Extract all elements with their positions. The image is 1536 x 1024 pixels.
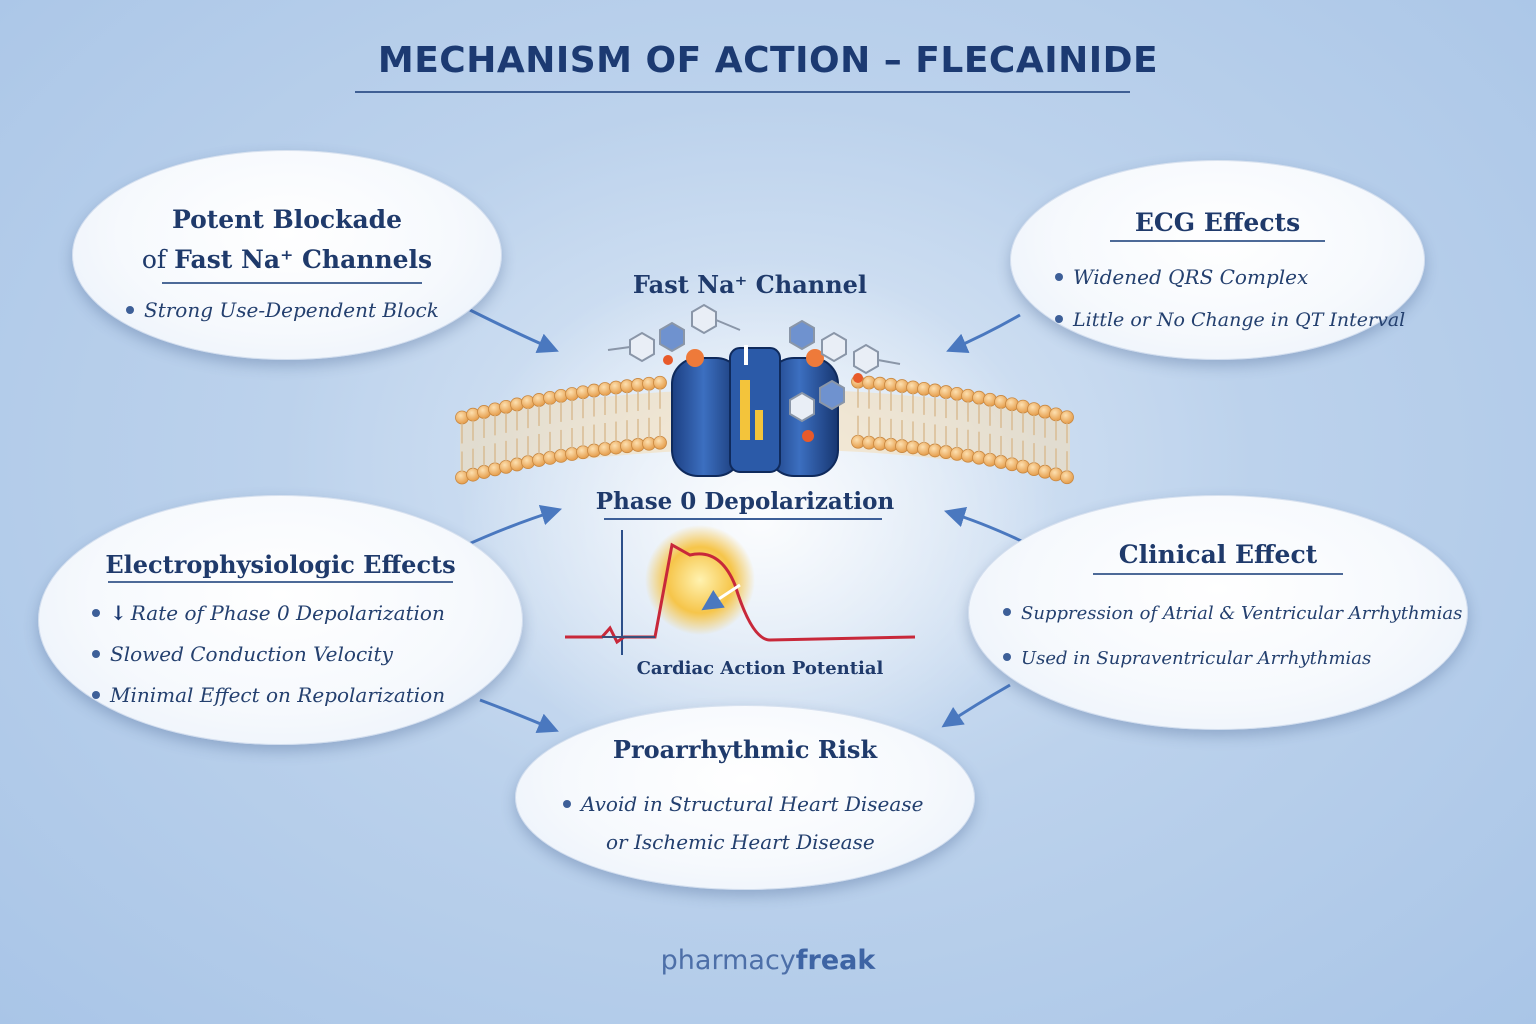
blockade-heading-rule — [162, 282, 422, 284]
brand-part2: freak — [795, 945, 876, 976]
blockade-heading-main: Fast Na⁺ Channels — [174, 245, 433, 274]
ap-label: Cardiac Action Potential — [636, 658, 884, 679]
lipid-head — [1060, 410, 1074, 425]
bullet-icon — [126, 305, 134, 314]
bubble-potent-blockade: Potent Blockade of Fast Na⁺ Channels Str… — [72, 150, 502, 360]
bubble-ecg-effects: ECG Effects Widened QRS Complex Little o… — [1010, 160, 1425, 360]
blockade-heading-line1: Potent Blockade — [171, 205, 403, 234]
list-item: Little or No Change in QT Interval — [1055, 299, 1405, 342]
clinical-heading: Clinical Effect — [1118, 540, 1318, 569]
lipid-head — [653, 435, 667, 450]
bullet-icon — [1003, 653, 1011, 661]
electro-list: ↓Rate of Phase 0 Depolarization Slowed C… — [92, 593, 445, 716]
bullet-icon — [1003, 608, 1011, 616]
bullet-icon — [92, 649, 100, 658]
risk-list: Avoid in Structural Heart Disease or Isc… — [563, 785, 923, 861]
brand-part1: pharmacy — [660, 945, 796, 976]
list-item: Avoid in Structural Heart Disease — [563, 785, 923, 823]
action-potential-graph — [565, 525, 916, 655]
phase-label: Phase 0 Depolarization — [595, 488, 895, 515]
bubble-proarrhythmic-risk: Proarrhythmic Risk Avoid in Structural H… — [515, 705, 975, 890]
ecg-heading-rule — [1110, 240, 1325, 242]
channel-label: Fast Na⁺ Channel — [632, 270, 868, 299]
bullet-icon — [1055, 315, 1063, 323]
list-item: Used in Supraventricular Arrhythmias — [1003, 636, 1462, 681]
list-item: Suppression of Atrial & Ventricular Arrh… — [1003, 591, 1462, 636]
flecainide-molecule-icon — [789, 319, 901, 442]
list-item: or Ischemic Heart Disease — [606, 830, 875, 854]
list-item: Strong Use-Dependent Block — [126, 298, 439, 322]
down-arrow-icon: ↓ — [110, 601, 127, 625]
title-underline — [355, 91, 1130, 93]
bullet-icon — [1055, 272, 1063, 281]
ecg-list: Widened QRS Complex Little or No Change … — [1055, 256, 1405, 342]
flecainide-molecule-icon — [607, 303, 741, 365]
list-item: ↓Rate of Phase 0 Depolarization — [92, 593, 445, 634]
clinical-heading-rule — [1093, 573, 1343, 575]
blockade-heading-prefix: of — [141, 245, 175, 274]
lipid-head — [1060, 470, 1074, 485]
brand-logo: pharmacyfreak — [0, 945, 1536, 976]
list-item: Minimal Effect on Repolarization — [92, 675, 445, 716]
electro-heading: Electrophysiologic Effects — [105, 550, 456, 579]
bullet-icon — [563, 799, 571, 808]
ecg-heading: ECG Effects — [1134, 208, 1301, 237]
bullet-icon — [92, 608, 100, 617]
risk-heading: Proarrhythmic Risk — [612, 735, 878, 764]
blockade-list: Strong Use-Dependent Block — [126, 298, 439, 322]
electro-heading-rule — [108, 581, 453, 583]
page-title: MECHANISM OF ACTION – FLECAINIDE — [377, 40, 1159, 81]
bubble-clinical-effect: Clinical Effect Suppression of Atrial & … — [968, 495, 1468, 730]
list-item: Slowed Conduction Velocity — [92, 634, 445, 675]
blockade-heading-line2: of Fast Na⁺ Channels — [72, 245, 502, 274]
list-item: Widened QRS Complex — [1055, 256, 1405, 299]
lipid-head — [653, 375, 667, 390]
bubble-electrophysiologic: Electrophysiologic Effects ↓Rate of Phas… — [38, 495, 523, 745]
bullet-icon — [92, 690, 100, 699]
clinical-list: Suppression of Atrial & Ventricular Arrh… — [1003, 591, 1462, 681]
